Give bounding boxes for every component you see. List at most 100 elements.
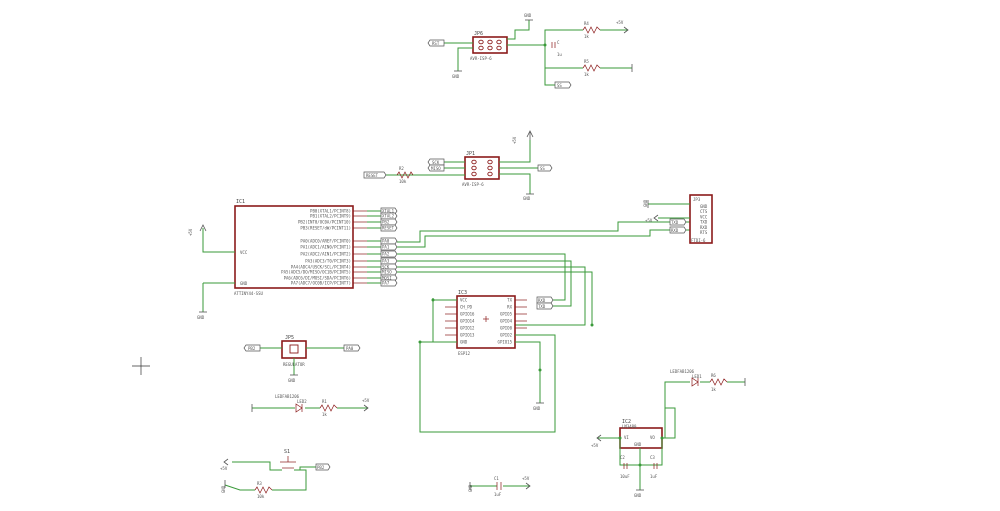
gnd-ic1: GND	[197, 311, 207, 320]
bus-wires	[397, 221, 690, 326]
svg-text:GND: GND	[634, 442, 642, 447]
svg-text:SS: SS	[540, 166, 545, 171]
ic3-pin-label: GPIO4	[500, 319, 513, 324]
svg-text:GND: GND	[452, 74, 460, 79]
svg-text:C3: C3	[650, 455, 655, 460]
ic1-pin-label: PA4(ADC4/USCK/SCL/PCINT4)	[291, 265, 351, 270]
ic2-lm3480[interactable]: IC2 LM3480 VI VO GND	[619, 419, 663, 449]
svg-text:RESET: RESET	[366, 173, 379, 178]
ic3-pin-label: GPIO12	[460, 326, 475, 331]
isp-header-jp1[interactable]: JP1 AVR-ISP-6	[462, 151, 500, 187]
resistor-r4[interactable]: R4 1k	[582, 21, 601, 39]
vcc-s1: +5V	[220, 458, 229, 471]
svg-text:GND: GND	[468, 484, 473, 492]
gnd-c1: GND	[468, 482, 473, 492]
svg-text:R3: R3	[257, 481, 262, 486]
top-wires	[444, 20, 632, 86]
svg-text:R2: R2	[399, 166, 404, 171]
ic1-net-tag-label: MISO	[382, 270, 392, 275]
ic1-net-tag-label: PA0	[382, 239, 390, 244]
svg-text:LED1: LED1	[692, 374, 702, 379]
svg-text:10k: 10k	[399, 179, 407, 184]
svg-text:GND: GND	[634, 493, 642, 498]
svg-text:+5V: +5V	[616, 20, 624, 25]
switch-s1[interactable]: S1	[280, 449, 296, 469]
resistor-r2[interactable]: R2 10k	[396, 166, 414, 184]
svg-text:C1: C1	[494, 476, 499, 481]
gnd-top-2: GND	[452, 70, 462, 79]
svg-text:1uF: 1uF	[650, 474, 658, 479]
led-led2[interactable]: LEDFAB1206 LED2	[275, 394, 307, 413]
svg-text:RST: RST	[432, 41, 440, 46]
ic3-esp12[interactable]: IC3 ESP12 VCCCH_PDGPIO16GPIO14GPIO12GPIO…	[445, 290, 527, 356]
ic3-wires	[419, 298, 556, 433]
svg-text:RXD: RXD	[538, 298, 546, 303]
svg-text:LM3480: LM3480	[622, 424, 637, 429]
gnd-s1: GND	[221, 480, 226, 493]
svg-text:+5V: +5V	[188, 228, 193, 236]
tag-reset: RESET	[363, 171, 387, 179]
ftdi-pin-label: TXD	[700, 220, 708, 225]
ftdi-pin-label: RXD	[700, 225, 708, 230]
gnd-ic3: GND	[533, 402, 544, 411]
gnd-ic2: GND	[634, 489, 644, 498]
ic3-pin-label: GPIO16	[460, 312, 475, 317]
svg-text:1k: 1k	[322, 412, 327, 417]
cap-top[interactable]: C 1u	[551, 40, 562, 57]
cap-c2[interactable]: C2 10uF	[620, 455, 630, 479]
crosshair-cursor-icon	[132, 357, 150, 375]
ic1-pin-label: PB2(INT0/OC0A/PCINT10)	[298, 220, 351, 225]
svg-text:GND: GND	[221, 485, 226, 493]
resistor-r6[interactable]: R6 1k	[709, 373, 728, 392]
led-led1[interactable]: LEDFAB1206 LED1	[670, 369, 702, 387]
ic1-net-tag: PA3	[380, 257, 398, 265]
svg-text:TXD: TXD	[671, 220, 679, 225]
tag-ftdi-rxd: RXD	[669, 226, 687, 234]
ic1-net-tag: PA7	[380, 279, 398, 287]
ic3-pin-label: GPIO13	[460, 333, 475, 338]
ic1-pin-label: PB1(XTAL2/PCINT9)	[310, 214, 351, 219]
ic1-name: IC1	[236, 199, 245, 205]
svg-text:VO: VO	[650, 435, 655, 440]
ic1-net-tag: RESET	[380, 224, 398, 232]
svg-text:1uF: 1uF	[494, 492, 502, 497]
isp-header-top[interactable]: JP6 AVR-ISP-6	[470, 31, 508, 61]
ftdi-pin-label: GND	[700, 204, 708, 209]
vcc-led2: +5V	[362, 398, 370, 412]
tag-s1: PB2	[315, 463, 331, 471]
cap-c3[interactable]: C3 1uF	[650, 455, 658, 479]
ic1-attiny44[interactable]: IC1 ATTINY44-SSU VCC GND PB0(XTAL1/PCINT…	[234, 199, 367, 296]
svg-text:S1: S1	[284, 449, 290, 455]
svg-text:+5V: +5V	[522, 476, 530, 481]
ic1-power-wires	[202, 228, 235, 312]
svg-text:1k: 1k	[584, 72, 589, 77]
svg-text:R1: R1	[322, 399, 327, 404]
ic1-pin-label: PB0(XTAL1/PCINT8)	[310, 209, 351, 214]
svg-text:PB2: PB2	[248, 346, 256, 351]
reg-wires	[260, 347, 344, 375]
cap-c1[interactable]: C1 1uF	[494, 476, 502, 497]
svg-text:MISO: MISO	[431, 166, 441, 171]
ftdi-pin-label: VCC	[700, 214, 708, 219]
svg-text:1k: 1k	[711, 387, 716, 392]
ic1-net-tag-label: XTAL2	[382, 214, 395, 219]
resistor-r5[interactable]: R5 1k	[582, 59, 601, 77]
svg-text:+5V: +5V	[512, 136, 517, 144]
svg-text:LEDFAB1206: LEDFAB1206	[670, 369, 695, 374]
svg-text:TXD: TXD	[538, 304, 546, 309]
vcc-ic1: +5V	[188, 224, 207, 236]
vcc-ic2: +5V	[591, 434, 602, 448]
ic3-pin-label: GPIO0	[500, 326, 513, 331]
svg-text:GND: GND	[288, 378, 296, 383]
ic1-net-tag: PA1	[380, 243, 398, 251]
svg-text:VI: VI	[624, 435, 629, 440]
resistor-r1[interactable]: R1 1k	[319, 399, 338, 417]
resistor-r3[interactable]: R3 10k	[254, 481, 273, 499]
ic1-pin-label: PB3(RESET/dW/PCINT11)	[300, 226, 351, 231]
ic1-net-tag-label: SCK	[382, 265, 390, 270]
ic3-value: ESP12	[458, 351, 471, 356]
svg-text:+5V: +5V	[220, 466, 228, 471]
svg-text:IC2: IC2	[622, 419, 631, 425]
svg-text:R5: R5	[584, 59, 589, 64]
